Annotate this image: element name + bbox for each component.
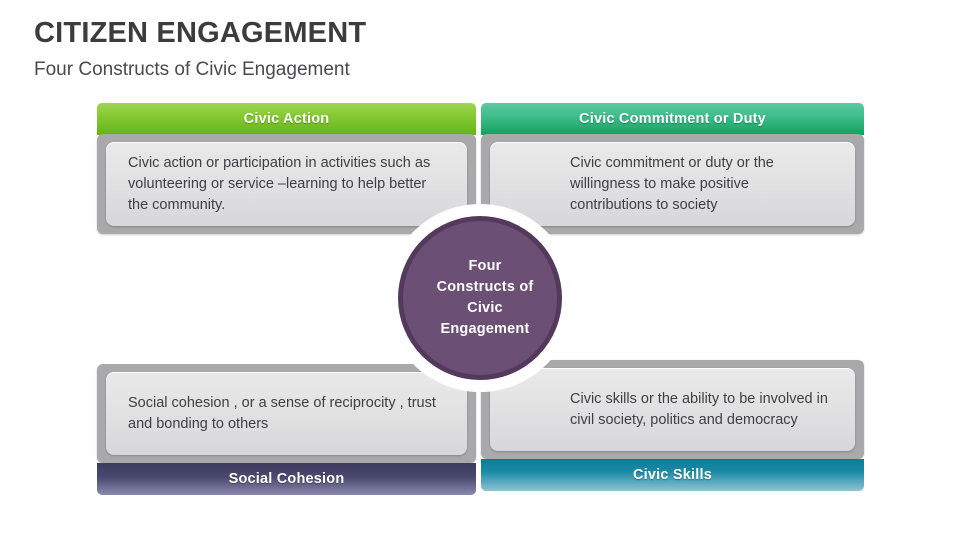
quadrant-banner-civic-skills: Civic Skills [481, 459, 864, 491]
quadrant-body-social-cohesion: Social cohesion , or a sense of reciproc… [128, 394, 436, 432]
quadrant-body-civic-action: Civic action or participation in activit… [128, 154, 431, 213]
quadrant-body-civic-duty: Civic commitment or duty or the willingn… [570, 154, 774, 213]
quadrant-frame-civic-skills: Civic skills or the ability to be involv… [481, 360, 864, 459]
page-subtitle: Four Constructs of Civic Engagement [34, 59, 350, 80]
quadrant-card-civic-skills: Civic skills or the ability to be involv… [490, 368, 855, 451]
quadrant-banner-label: Social Cohesion [228, 471, 345, 487]
center-circle[interactable]: Four Constructs of Civic Engagement [398, 216, 562, 380]
quadrant-frame-civic-duty: Civic commitment or duty or the willingn… [481, 134, 864, 234]
page-title: CITIZEN ENGAGEMENT [34, 17, 367, 49]
quadrant-card-civic-duty: Civic commitment or duty or the willingn… [490, 142, 855, 226]
quadrant-frame-civic-action: Civic action or participation in activit… [97, 134, 476, 234]
quadrant-civic-skills[interactable]: Civic skills or the ability to be involv… [481, 360, 864, 491]
quadrant-social-cohesion[interactable]: Social cohesion , or a sense of reciproc… [97, 364, 476, 495]
quadrant-card-social-cohesion: Social cohesion , or a sense of reciproc… [106, 372, 467, 455]
quadrant-frame-social-cohesion: Social cohesion , or a sense of reciproc… [97, 364, 476, 463]
quadrant-banner-label: Civic Skills [633, 467, 712, 483]
center-circle-label: Four Constructs of Civic Engagement [436, 258, 534, 337]
quadrant-banner-label: Civic Commitment or Duty [579, 111, 766, 127]
quadrant-banner-social-cohesion: Social Cohesion [97, 463, 476, 495]
quadrant-banner-civic-duty: Civic Commitment or Duty [481, 103, 864, 135]
quadrant-card-civic-action: Civic action or participation in activit… [106, 142, 467, 226]
quadrant-banner-label: Civic Action [243, 111, 330, 127]
title-block: CITIZEN ENGAGEMENT Four Constructs of Ci… [34, 16, 734, 82]
quadrant-banner-civic-action: Civic Action [97, 103, 476, 135]
quadrant-civic-action[interactable]: Civic Action Civic action or participati… [97, 103, 476, 234]
quadrant-body-civic-skills: Civic skills or the ability to be involv… [570, 390, 828, 428]
quadrant-civic-duty[interactable]: Civic Commitment or Duty Civic commitmen… [481, 103, 864, 234]
